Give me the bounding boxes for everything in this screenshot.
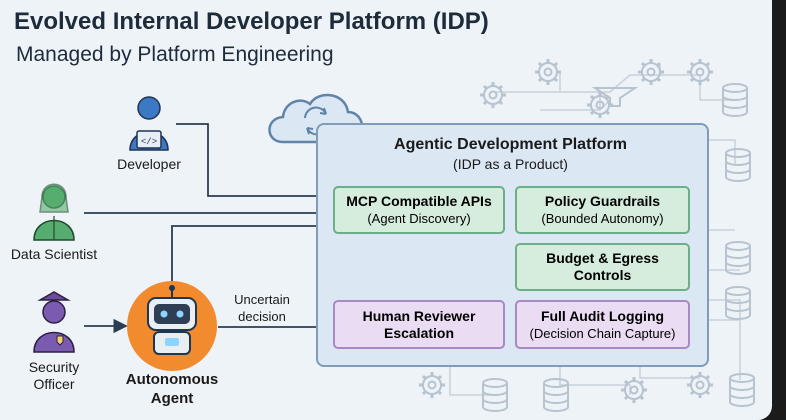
funnel-icon [591,87,639,107]
platform-title: Agentic Development Platform [394,136,627,153]
human-reviewer-title: Human Reviewer Escalation [362,308,476,341]
data-scientist-icon [33,183,75,241]
developer-icon: </> [129,96,169,151]
edge-label-uncertain: Uncertain decision [234,292,290,324]
background-network [449,65,741,396]
page-subtitle: Managed by Platform Engineering [16,43,334,66]
audit-logging-box: Full Audit Logging (Decision Chain Captu… [515,300,690,349]
data-scientist-label: Data Scientist [10,246,98,262]
audit-logging-sub: (Decision Chain Capture) [529,326,676,341]
policy-guardrails-title: Policy Guardrails [544,193,661,209]
budget-egress-box: Budget & Egress Controls [515,243,690,291]
platform-subtitle: (IDP as a Product) [453,156,568,172]
security-officer-label: Security Officer [28,359,80,392]
robot-icon [127,281,217,371]
autonomous-agent-label: Autonomous Agent [125,371,219,407]
security-officer-icon [33,291,75,353]
policy-guardrails-box: Policy Guardrails (Bounded Autonomy) [515,186,690,234]
budget-egress-title: Budget & Egress Controls [546,250,659,283]
human-reviewer-box: Human Reviewer Escalation [333,300,505,349]
mcp-apis-box: MCP Compatible APIs (Agent Discovery) [333,186,505,234]
developer-label: Developer [117,156,181,172]
mcp-apis-title: MCP Compatible APIs [346,193,492,209]
policy-guardrails-sub: (Bounded Autonomy) [541,211,664,226]
svg-text:</>: </> [141,137,157,147]
audit-logging-title: Full Audit Logging [540,308,665,324]
mcp-apis-sub: (Agent Discovery) [367,211,471,226]
page-title: Evolved Internal Developer Platform (IDP… [14,8,489,35]
